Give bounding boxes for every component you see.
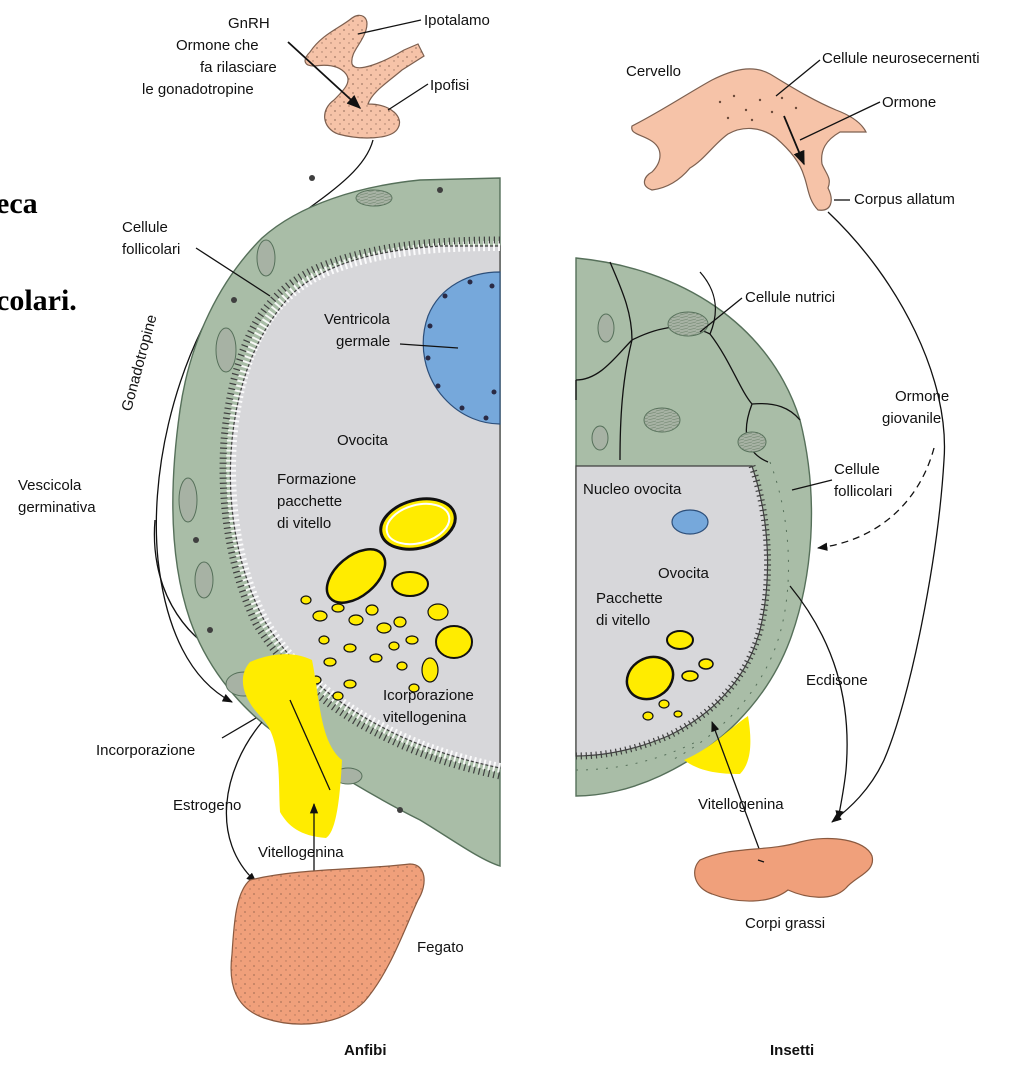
insect-yolk-label-2: di vitello [596, 612, 650, 629]
amphibian-vitellogenin-label: Vitellogenina [258, 844, 344, 861]
vitellogenin-uptake-label-2: vitellogenina [383, 709, 467, 726]
gnrh-desc-1: Ormone che [176, 37, 259, 54]
ecdysone-label: Ecdisone [806, 672, 868, 689]
vesicle-label-1: Vescicola [18, 477, 82, 494]
pituitary-label: Ipofisi [430, 77, 469, 94]
gnrh-desc-3: le gonadotropine [142, 81, 254, 98]
amphibian-panel: GnRH Ormone che fa rilasciare le gonadot… [18, 12, 500, 1059]
insect-title: Insetti [770, 1042, 814, 1059]
neurosecretory-label: Cellule neurosecernenti [822, 50, 980, 67]
vitellogenin-uptake-label-1: Icorporazione [383, 687, 474, 704]
hypothalamus-label: Ipotalamo [424, 12, 490, 29]
slide-text-line1: eca [0, 187, 38, 220]
incorporation-label: Incorporazione [96, 742, 195, 759]
corpus-allatum-label: Corpus allatum [854, 191, 955, 208]
juvenile-hormone-label-2: giovanile [882, 410, 941, 427]
amphibian-follicle [173, 175, 500, 866]
amphibian-follicle-cells-label-2: follicolari [122, 241, 180, 258]
insect-yolk-label-1: Pacchette [596, 590, 663, 607]
insect-vitellogenin-label: Vitellogenina [698, 796, 784, 813]
amphibian-follicle-cells-label: Cellule [122, 219, 168, 236]
insect-follicle-cells-label-2: follicolari [834, 483, 892, 500]
liver-label: Fegato [417, 939, 464, 956]
yolk-formation-label-2: pacchette [277, 493, 342, 510]
germinal-vesicle-label-2: germale [336, 333, 390, 350]
liver [231, 864, 424, 1024]
slide-text-line2: colari. [0, 284, 77, 317]
insect-panel: Cervello Cellule neurosecernenti Ormone … [576, 50, 980, 1059]
insect-brain [632, 69, 866, 210]
insect-follicle [576, 258, 811, 796]
estrogen-label: Estrogeno [173, 797, 241, 814]
insect-follicle-cells-label-1: Cellule [834, 461, 880, 478]
hormone-label: Ormone [882, 94, 936, 111]
gnrh-label: GnRH [228, 15, 270, 32]
vesicle-label-2: germinativa [18, 499, 96, 516]
gonadotropins-label: Gonadotropine [118, 313, 160, 413]
amphibian-oocyte-label: Ovocita [337, 432, 389, 449]
juvenile-hormone-label-1: Ormone [895, 388, 949, 405]
brain-label: Cervello [626, 63, 681, 80]
nucleus-label: Nucleo ovocita [583, 481, 682, 498]
fat-body-label: Corpi grassi [745, 915, 825, 932]
hypothalamus-pituitary [288, 15, 424, 138]
nurse-cells-label: Cellule nutrici [745, 289, 835, 306]
germinal-vesicle-label: Ventricola [324, 311, 391, 328]
insect-oocyte-label: Ovocita [658, 565, 710, 582]
yolk-formation-label-1: Formazione [277, 471, 356, 488]
fat-body [695, 838, 873, 901]
gnrh-desc-2: fa rilasciare [200, 59, 277, 76]
yolk-formation-label-3: di vitello [277, 515, 331, 532]
amphibian-title: Anfibi [344, 1042, 387, 1059]
